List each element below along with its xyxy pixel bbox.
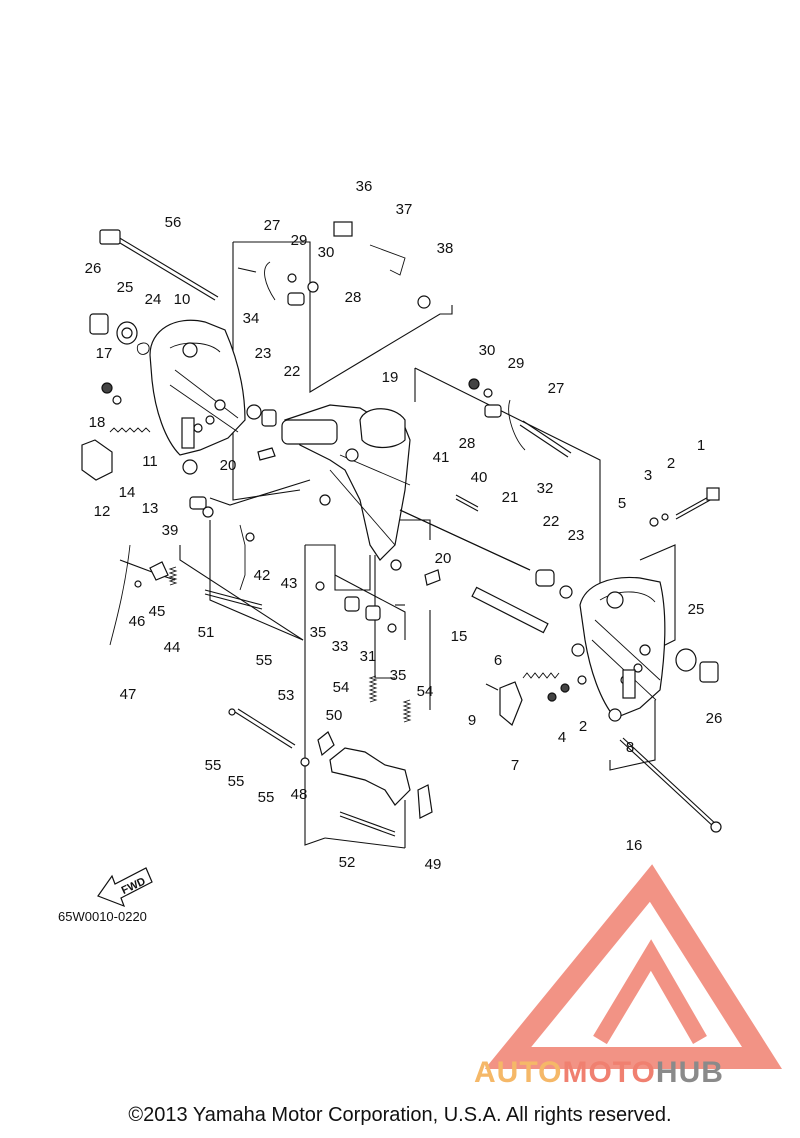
- callout-number: 39: [162, 522, 179, 539]
- callout-number: 47: [120, 686, 137, 703]
- fwd-label: FWD: [120, 875, 148, 896]
- callout-number: 55: [205, 757, 222, 774]
- callout-number: 24: [145, 291, 162, 308]
- callout-number: 23: [255, 345, 272, 362]
- callout-number: 20: [435, 550, 452, 567]
- callout-number: 54: [333, 679, 350, 696]
- callout-number: 7: [511, 757, 519, 774]
- callout-number: 22: [284, 363, 301, 380]
- callout-number: 29: [291, 232, 308, 249]
- callout-number: 22: [543, 513, 560, 530]
- watermark-auto: AUTO: [474, 1056, 563, 1089]
- callout-number: 43: [281, 575, 298, 592]
- callout-number: 8: [626, 739, 634, 756]
- callout-number: 5: [618, 495, 626, 512]
- shafts-and-bolts: [99, 229, 722, 837]
- callout-number: 15: [451, 628, 468, 645]
- callout-number: 28: [459, 435, 476, 452]
- callout-number: 4: [558, 729, 566, 746]
- callout-number: 37: [396, 201, 413, 218]
- callout-number: 16: [626, 837, 643, 854]
- callout-number: 44: [164, 639, 181, 656]
- callout-number: 10: [174, 291, 191, 308]
- callout-number: 41: [433, 449, 450, 466]
- watermark-hub: HUB: [655, 1056, 724, 1089]
- callout-number: 23: [568, 527, 585, 544]
- callout-number: 19: [382, 369, 399, 386]
- callout-number: 29: [508, 355, 525, 372]
- callout-number: 18: [89, 414, 106, 431]
- callout-number: 2: [667, 455, 675, 472]
- callout-number: 6: [494, 652, 502, 669]
- callout-number: 25: [117, 279, 134, 296]
- swivel-bracket: [281, 404, 411, 561]
- callout-number: 53: [278, 687, 295, 704]
- callout-number: 55: [228, 773, 245, 790]
- callout-number: 27: [548, 380, 565, 397]
- callout-number: 34: [243, 310, 260, 327]
- callout-number: 38: [437, 240, 454, 257]
- callout-number: 26: [706, 710, 723, 727]
- callout-number: 48: [291, 786, 308, 803]
- watermark-wordmark: AUTOMOTOHUB: [474, 1056, 724, 1090]
- callout-number: 35: [310, 624, 327, 641]
- callout-number: 50: [326, 707, 343, 724]
- right-clamp-bracket: [579, 576, 666, 719]
- callout-number: 11: [142, 453, 158, 470]
- callout-number: 35: [390, 667, 407, 684]
- callout-number: 27: [264, 217, 281, 234]
- callout-number: 46: [129, 613, 146, 630]
- callout-number: 1: [697, 437, 705, 454]
- callout-number: 9: [468, 712, 476, 729]
- callout-number: 52: [339, 854, 356, 871]
- callout-number: 12: [94, 503, 111, 520]
- callout-number: 20: [220, 457, 237, 474]
- callout-number: 3: [644, 467, 652, 484]
- copyright-notice: ©2013 Yamaha Motor Corporation, U.S.A. A…: [128, 1104, 672, 1126]
- callout-number: 51: [198, 624, 215, 641]
- left-clamp-bracket: [149, 319, 246, 456]
- callout-number: 33: [332, 638, 349, 655]
- callout-number: 14: [119, 484, 136, 501]
- callout-number: 54: [417, 683, 434, 700]
- automotohub-logo-mark: [484, 864, 783, 1069]
- callout-number: 55: [256, 652, 273, 669]
- part-code: 65W0010-0220: [58, 909, 147, 924]
- callout-number: 17: [96, 345, 113, 362]
- callout-number: 25: [688, 601, 705, 618]
- callout-number: 13: [142, 500, 159, 517]
- callout-number: 36: [356, 178, 373, 195]
- callout-number: 45: [149, 603, 166, 620]
- callout-number: 30: [479, 342, 496, 359]
- assembly-guide-lines: [119, 241, 676, 849]
- callout-number: 28: [345, 289, 362, 306]
- callout-number: 30: [318, 244, 335, 261]
- callout-number: 49: [425, 856, 442, 873]
- callout-number: 26: [85, 260, 102, 277]
- callout-number: 55: [258, 789, 275, 806]
- callout-number: 21: [502, 489, 519, 506]
- callout-number: 40: [471, 469, 488, 486]
- callout-number: 32: [537, 480, 554, 497]
- callout-number: 56: [165, 214, 182, 231]
- watermark-moto: MOTO: [562, 1056, 656, 1089]
- callout-number: 42: [254, 567, 271, 584]
- fwd-arrow-icon: [97, 867, 153, 908]
- callout-number: 31: [360, 648, 377, 665]
- small-parts: [81, 221, 719, 819]
- callout-number: 2: [579, 718, 587, 735]
